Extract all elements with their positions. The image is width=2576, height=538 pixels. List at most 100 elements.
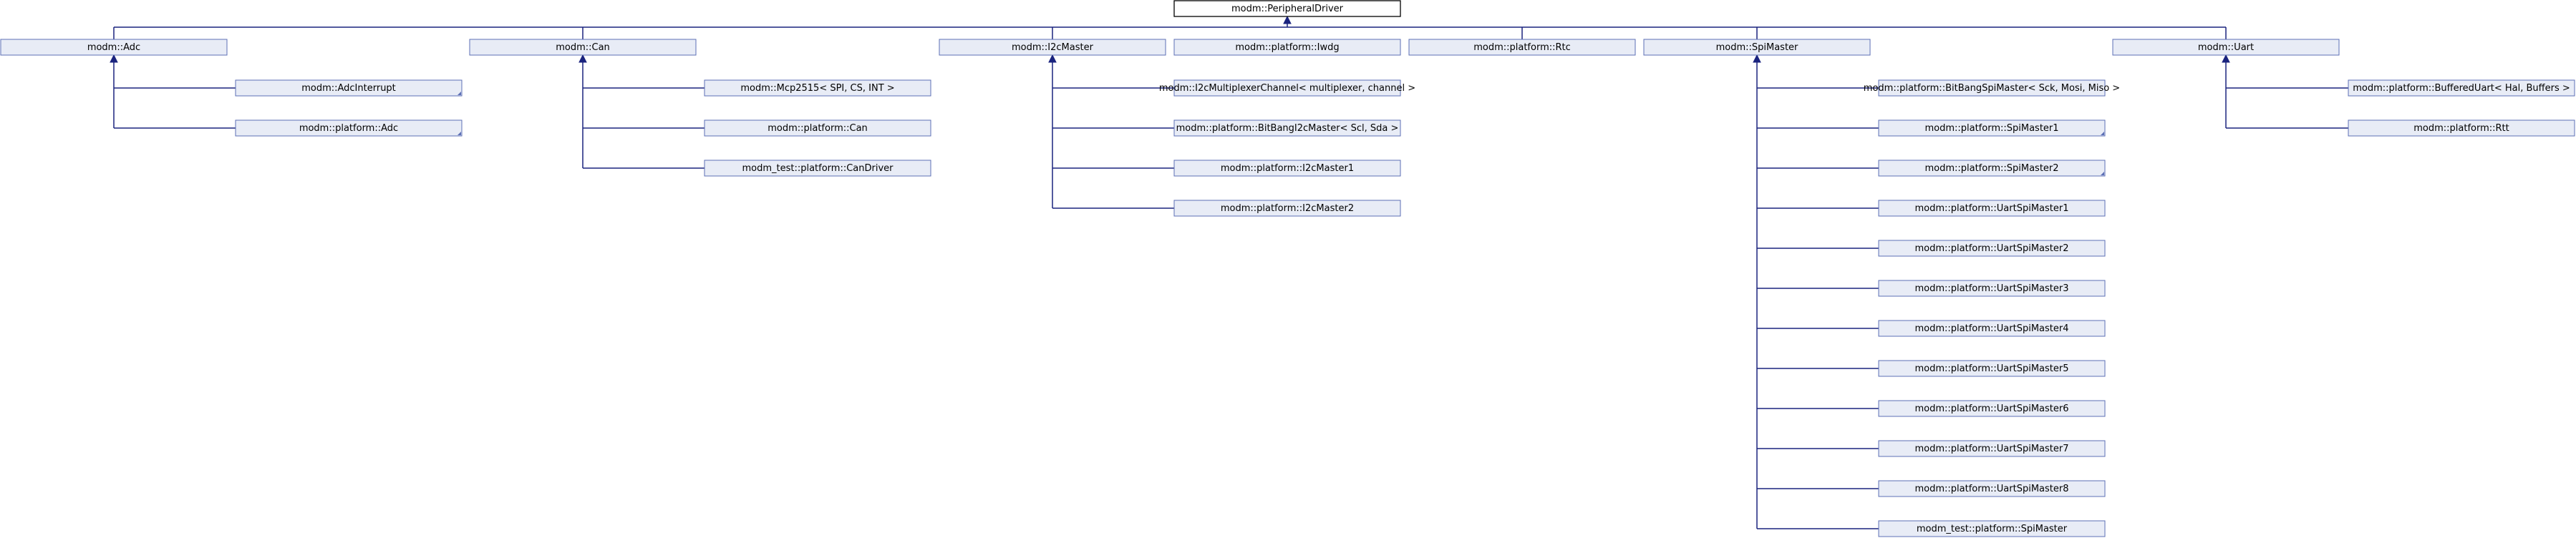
child-label: modm::platform::Adc	[299, 123, 398, 134]
child-box	[1878, 440, 2106, 457]
child-box	[1878, 160, 2106, 177]
root-label: modm::PeripheralDriver	[1231, 4, 1344, 14]
child-node-modm-test-platform-candriver[interactable]: modm_test::platform::CanDriver	[704, 160, 931, 177]
child-box	[2348, 79, 2575, 97]
child-node-modm-platform-spimaster1[interactable]: modm::platform::SpiMaster1	[1878, 119, 2106, 137]
more-indicator-icon	[457, 92, 461, 95]
group-node-modm-platform-iwdg[interactable]: modm::platform::Iwdg	[1173, 39, 1401, 56]
child-box	[1878, 400, 2106, 417]
child-box	[704, 119, 931, 137]
group-node-modm-platform-rtc[interactable]: modm::platform::Rtc	[1408, 39, 1636, 56]
root-box	[1173, 0, 1401, 17]
child-node-modm-platform-adc[interactable]: modm::platform::Adc	[235, 119, 463, 137]
child-label: modm::platform::UartSpiMaster3	[1915, 283, 2069, 294]
child-label: modm::platform::UartSpiMaster4	[1915, 323, 2069, 334]
child-node-modm-test-platform-spimaster[interactable]: modm_test::platform::SpiMaster	[1878, 520, 2106, 537]
group-box	[2112, 39, 2340, 56]
child-box	[1878, 480, 2106, 497]
child-node-modm-platform-uartspimaster3[interactable]: modm::platform::UartSpiMaster3	[1878, 280, 2106, 297]
child-node-modm-platform-uartspimaster8[interactable]: modm::platform::UartSpiMaster8	[1878, 480, 2106, 497]
child-box	[1878, 320, 2106, 337]
child-box	[1173, 200, 1401, 217]
group-label: modm::platform::Rtc	[1473, 42, 1571, 53]
child-label: modm::platform::I2cMaster1	[1221, 163, 1354, 174]
child-node-modm-i2cmultiplexerchannel-multiplexer-channel[interactable]: modm::I2cMultiplexerChannel< multiplexer…	[1159, 79, 1415, 97]
child-label: modm::AdcInterrupt	[301, 83, 396, 94]
child-label: modm::I2cMultiplexerChannel< multiplexer…	[1159, 83, 1415, 94]
group-box	[1173, 39, 1401, 56]
group-node-modm-adc[interactable]: modm::Adc	[0, 39, 228, 56]
child-box	[235, 119, 463, 137]
child-node-modm-platform-rtt[interactable]: modm::platform::Rtt	[2348, 119, 2575, 137]
group-label: modm::Can	[556, 42, 610, 53]
child-node-modm-platform-can[interactable]: modm::platform::Can	[704, 119, 931, 137]
group-node-modm-can[interactable]: modm::Can	[469, 39, 697, 56]
root-node-modm-peripheraldriver[interactable]: modm::PeripheralDriver	[1173, 0, 1401, 17]
child-label: modm::platform::SpiMaster1	[1924, 123, 2058, 134]
child-label: modm::Mcp2515< SPI, CS, INT >	[740, 83, 894, 94]
child-node-modm-platform-i2cmaster2[interactable]: modm::platform::I2cMaster2	[1173, 200, 1401, 217]
child-label: modm::platform::BufferedUart< Hal, Buffe…	[2353, 83, 2570, 94]
group-label: modm::SpiMaster	[1716, 42, 1798, 53]
group-box	[0, 39, 228, 56]
child-label: modm::platform::UartSpiMaster7	[1915, 444, 2069, 454]
child-label: modm::platform::BitBangI2cMaster< Scl, S…	[1176, 123, 1399, 134]
child-node-modm-platform-uartspimaster2[interactable]: modm::platform::UartSpiMaster2	[1878, 240, 2106, 257]
group-node-modm-spimaster[interactable]: modm::SpiMaster	[1643, 39, 1871, 56]
child-label: modm_test::platform::CanDriver	[742, 163, 894, 174]
child-node-modm-platform-uartspimaster7[interactable]: modm::platform::UartSpiMaster7	[1878, 440, 2106, 457]
more-indicator-icon	[457, 132, 461, 135]
group-node-modm-uart[interactable]: modm::Uart	[2112, 39, 2340, 56]
child-box	[1878, 79, 2106, 97]
group-box	[1643, 39, 1871, 56]
group-box	[469, 39, 697, 56]
group-label: modm::platform::Iwdg	[1235, 42, 1339, 53]
child-box	[704, 79, 931, 97]
child-label: modm::platform::UartSpiMaster2	[1915, 243, 2069, 254]
group-box	[1408, 39, 1636, 56]
child-node-modm-platform-uartspimaster5[interactable]: modm::platform::UartSpiMaster5	[1878, 360, 2106, 377]
more-indicator-icon	[2101, 132, 2104, 135]
child-node-modm-platform-i2cmaster1[interactable]: modm::platform::I2cMaster1	[1173, 160, 1401, 177]
child-box	[1878, 200, 2106, 217]
child-label: modm::platform::Rtt	[2413, 123, 2509, 134]
child-box	[704, 160, 931, 177]
child-label: modm::platform::SpiMaster2	[1924, 163, 2058, 174]
edges	[110, 15, 2348, 529]
inheritance-arrow-icon	[110, 54, 118, 63]
root-arrow-icon	[1283, 15, 1292, 24]
child-label: modm::platform::UartSpiMaster1	[1915, 203, 2069, 214]
child-node-modm-platform-spimaster2[interactable]: modm::platform::SpiMaster2	[1878, 160, 2106, 177]
child-label: modm::platform::Can	[768, 123, 868, 134]
child-box	[1173, 119, 1401, 137]
child-node-modm-platform-uartspimaster4[interactable]: modm::platform::UartSpiMaster4	[1878, 320, 2106, 337]
child-box	[2348, 119, 2575, 137]
child-box	[1878, 280, 2106, 297]
child-node-modm-platform-bitbangi2cmaster-scl-sda[interactable]: modm::platform::BitBangI2cMaster< Scl, S…	[1173, 119, 1401, 137]
inheritance-arrow-icon	[1048, 54, 1057, 63]
child-node-modm-platform-uartspimaster1[interactable]: modm::platform::UartSpiMaster1	[1878, 200, 2106, 217]
child-box	[1878, 119, 2106, 137]
child-box	[1878, 520, 2106, 537]
group-label: modm::I2cMaster	[1012, 42, 1094, 53]
inheritance-arrow-icon	[578, 54, 587, 63]
group-box	[939, 39, 1166, 56]
child-node-modm-platform-bitbangspimaster-sck-mosi-miso[interactable]: modm::platform::BitBangSpiMaster< Sck, M…	[1864, 79, 2120, 97]
group-node-modm-i2cmaster[interactable]: modm::I2cMaster	[939, 39, 1166, 56]
child-node-modm-platform-buffereduart-hal-buffers[interactable]: modm::platform::BufferedUart< Hal, Buffe…	[2348, 79, 2575, 97]
child-label: modm::platform::BitBangSpiMaster< Sck, M…	[1864, 83, 2120, 94]
inheritance-arrow-icon	[2222, 54, 2230, 63]
child-label: modm::platform::UartSpiMaster5	[1915, 363, 2069, 374]
child-label: modm::platform::I2cMaster2	[1221, 203, 1354, 214]
child-label: modm_test::platform::SpiMaster	[1917, 524, 2068, 534]
group-label: modm::Uart	[2198, 42, 2254, 53]
child-node-modm-mcp2515-spi-cs-int[interactable]: modm::Mcp2515< SPI, CS, INT >	[704, 79, 931, 97]
inheritance-arrow-icon	[1753, 54, 1761, 63]
child-box	[1878, 240, 2106, 257]
child-node-modm-platform-uartspimaster6[interactable]: modm::platform::UartSpiMaster6	[1878, 400, 2106, 417]
child-node-modm-adcinterrupt[interactable]: modm::AdcInterrupt	[235, 79, 463, 97]
group-label: modm::Adc	[87, 42, 140, 53]
child-box	[235, 79, 463, 97]
